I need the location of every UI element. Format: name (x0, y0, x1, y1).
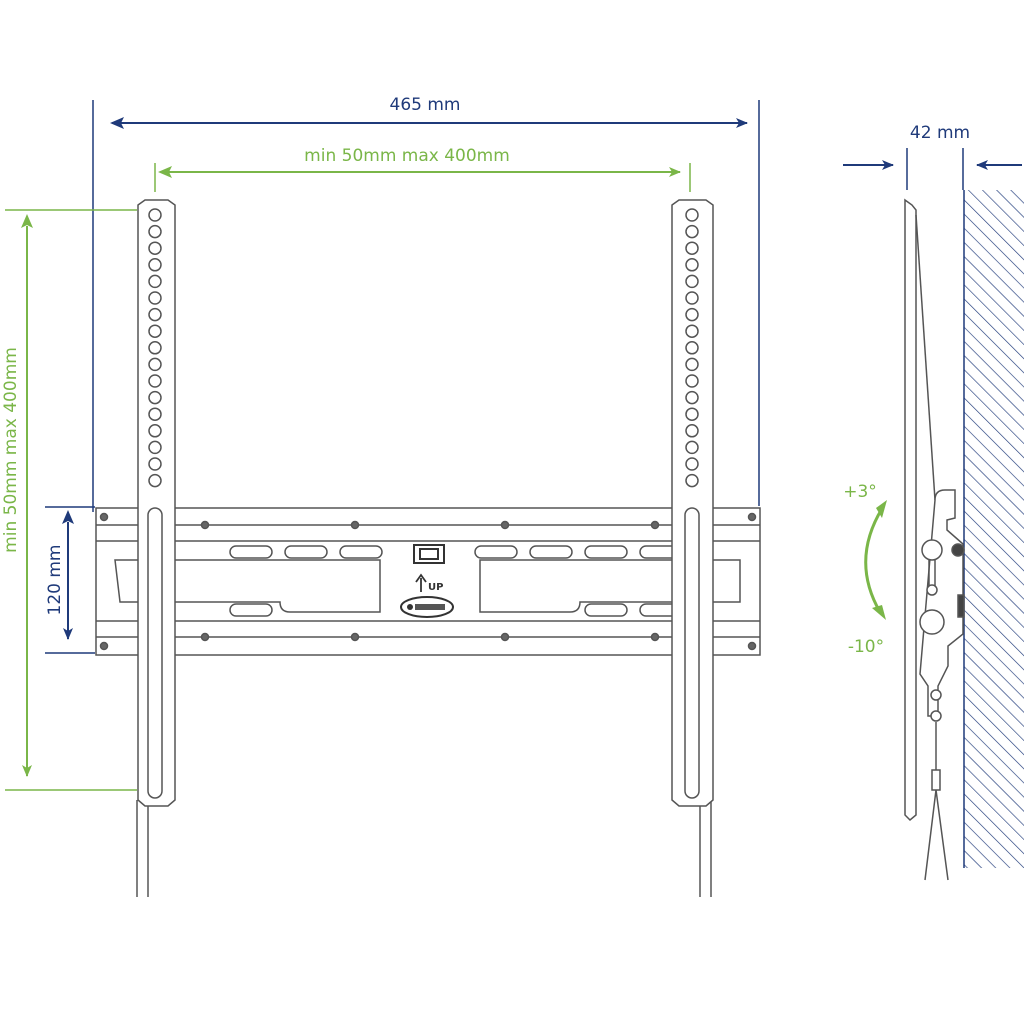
up-label: UP (428, 582, 443, 593)
up-arrow-icon (415, 573, 427, 592)
arrowhead-icon (876, 500, 887, 518)
vesa-horizontal-label: min 50mm max 400mm (304, 146, 510, 166)
arrowhead-icon (110, 117, 124, 129)
plate-slot (529, 545, 573, 559)
mounting-hole (685, 224, 699, 239)
brand-logo (400, 596, 454, 618)
plate-height-label: 120 mm (45, 545, 65, 616)
mounting-hole (685, 291, 699, 305)
mounting-hole (685, 374, 699, 388)
arrowhead-icon (21, 214, 33, 228)
plate-slot (229, 545, 273, 559)
screw (200, 520, 210, 530)
vesa-vertical-dimension: min 50mm max 400mm (1, 209, 137, 791)
tilt-up-label: +3° (843, 482, 877, 502)
mounting-hole (148, 390, 162, 405)
mounting-hole (148, 307, 162, 322)
arrowhead-icon (62, 510, 74, 524)
plate-slot (584, 603, 628, 617)
screw (500, 520, 510, 530)
mounting-hole (685, 324, 699, 338)
depth-label: 42 mm (910, 123, 970, 143)
screw (650, 520, 660, 530)
mounting-hole (685, 241, 699, 255)
plate-slot (284, 545, 328, 559)
mounting-hole (148, 291, 162, 305)
tilt-down-label: -10° (848, 637, 884, 657)
mounting-hole (148, 457, 162, 471)
tilt-arrow: +3° -10° (843, 482, 887, 657)
mounting-hole (685, 208, 699, 222)
screw (99, 641, 109, 651)
right-arm-holes (685, 208, 699, 488)
mounting-hole (148, 208, 162, 222)
mounting-hole (148, 324, 162, 338)
screw (500, 632, 510, 642)
depth-dimension: 42 mm (843, 123, 1022, 190)
mounting-hole (148, 440, 162, 455)
mounting-hole (685, 307, 699, 322)
screw (99, 512, 109, 522)
mounting-hole (685, 341, 699, 355)
mounting-hole (685, 274, 699, 289)
screw (200, 632, 210, 642)
mounting-hole (685, 407, 699, 421)
vesa-vertical-label: min 50mm max 400mm (1, 347, 21, 553)
plate-slot (339, 545, 383, 559)
total-width-label: 465 mm (390, 95, 461, 115)
mounting-hole (685, 424, 699, 438)
wall-hatch (963, 190, 1024, 868)
vesa-horizontal-dimension: min 50mm max 400mm (154, 146, 691, 192)
mounting-hole (148, 241, 162, 255)
screw (350, 520, 360, 530)
total-width-dimension: 465 mm (92, 95, 760, 512)
right-arm (671, 199, 714, 897)
mounting-hole (148, 224, 162, 239)
mounting-hole (685, 357, 699, 372)
plate-slot (584, 545, 628, 559)
plate-slot (229, 603, 273, 617)
screw (747, 512, 757, 522)
mounting-hole (148, 374, 162, 388)
screw (747, 641, 757, 651)
plate-screws (99, 512, 757, 651)
arrowhead-icon (872, 605, 886, 620)
wall-plate (95, 507, 761, 656)
mounting-hole (148, 473, 162, 488)
screw (650, 632, 660, 642)
mounting-hole (685, 258, 699, 272)
mounting-hole (148, 357, 162, 372)
mounting-hole (685, 390, 699, 405)
level-bubble-icon (413, 544, 445, 564)
screw (350, 632, 360, 642)
mounting-hole (148, 407, 162, 421)
plate-slots (229, 545, 683, 617)
mounting-hole (148, 274, 162, 289)
left-arm-holes (148, 208, 162, 488)
arrowhead-icon (158, 166, 172, 178)
mounting-hole (685, 473, 699, 488)
mounting-hole (148, 341, 162, 355)
mounting-hole (685, 457, 699, 471)
plate-slot (474, 545, 518, 559)
mounting-hole (685, 440, 699, 455)
plate-height-dimension: 120 mm (45, 506, 95, 654)
left-arm (136, 199, 176, 897)
mounting-hole (148, 258, 162, 272)
side-profile (904, 198, 965, 881)
mounting-hole (148, 424, 162, 438)
